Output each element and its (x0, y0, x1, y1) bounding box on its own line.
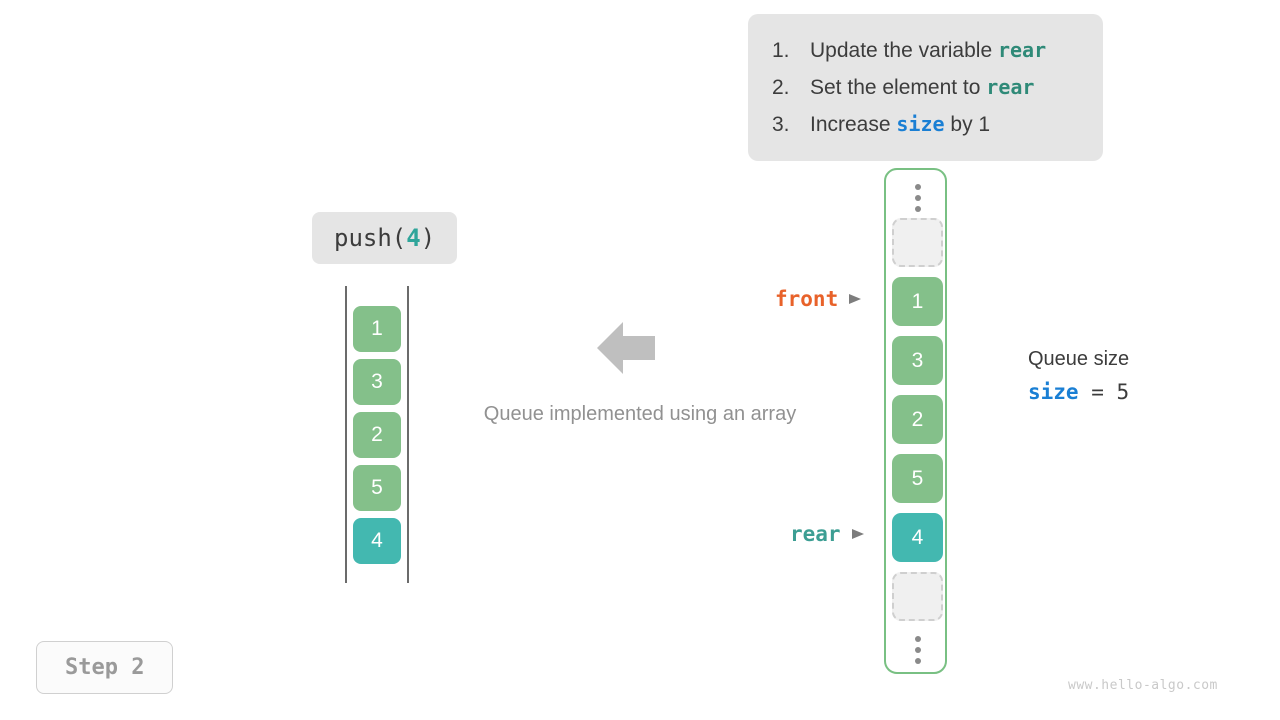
queue-size-readout: Queue size size = 5 (1028, 344, 1129, 410)
ring-slot-cell: 3 (892, 336, 943, 385)
size-value: 5 (1116, 380, 1130, 404)
instruction-item: 1. Update the variable rear (748, 32, 1103, 69)
instruction-text: Update the variable (810, 39, 998, 62)
instruction-text: Increase (810, 113, 897, 136)
instruction-code-token: rear (986, 75, 1035, 99)
left-arrow-icon (597, 322, 655, 379)
ring-slot-empty (892, 218, 943, 267)
instruction-code-token: rear (997, 38, 1047, 62)
left-array-cell: 2 (353, 412, 401, 458)
instruction-text: Set the element to (810, 76, 987, 99)
instruction-text-suffix: by 1 (944, 113, 991, 136)
left-array-cell: 3 (353, 359, 401, 405)
left-queue-array: 1 3 2 5 4 (345, 286, 409, 583)
front-pointer-text: front (775, 287, 839, 311)
operation-label: push(4) (312, 212, 458, 264)
instruction-number: 2. (772, 76, 790, 99)
ring-slot-cell-new: 4 (892, 513, 943, 562)
watermark: www.hello-algo.com (1068, 678, 1218, 693)
array-rail-right (407, 286, 409, 583)
step-badge: Step 2 (36, 641, 174, 694)
size-variable-name: size (1028, 380, 1079, 404)
left-array-cell: 5 (353, 465, 401, 511)
front-pointer-arrow-icon (847, 287, 863, 311)
ellipsis-dots-bottom (886, 636, 949, 664)
instruction-item: 3. Increase size by 1 (748, 106, 1103, 143)
rear-pointer-label: rear (790, 522, 866, 546)
ring-slot-cell: 5 (892, 454, 943, 503)
diagram-caption: Queue implemented using an array (483, 403, 797, 425)
ellipsis-dots-top (886, 184, 949, 212)
instruction-item: 2. Set the element to rear (748, 69, 1103, 106)
size-operator: = (1078, 380, 1117, 404)
left-array-cell: 1 (353, 306, 401, 352)
queue-size-expression: size = 5 (1028, 374, 1129, 410)
instruction-number: 1. (772, 39, 790, 62)
right-ring-buffer: 1 3 2 5 4 (884, 168, 947, 674)
operation-close-paren: ) (420, 224, 436, 252)
operation-argument: 4 (406, 224, 421, 252)
operation-name: push( (334, 224, 407, 252)
ring-slot-cell: 2 (892, 395, 943, 444)
rear-pointer-text: rear (790, 522, 841, 546)
queue-size-title: Queue size (1028, 348, 1130, 370)
ring-slot-empty (892, 572, 943, 621)
front-pointer-label: front (775, 287, 863, 311)
ring-slot-cell: 1 (892, 277, 943, 326)
instruction-number: 3. (772, 113, 790, 136)
array-rail-left (345, 286, 347, 583)
instruction-code-token: size (896, 112, 945, 136)
rear-pointer-arrow-icon (850, 522, 866, 546)
left-array-cell-new: 4 (353, 518, 401, 564)
instruction-callout: 1. Update the variable rear 2. Set the e… (748, 14, 1103, 161)
